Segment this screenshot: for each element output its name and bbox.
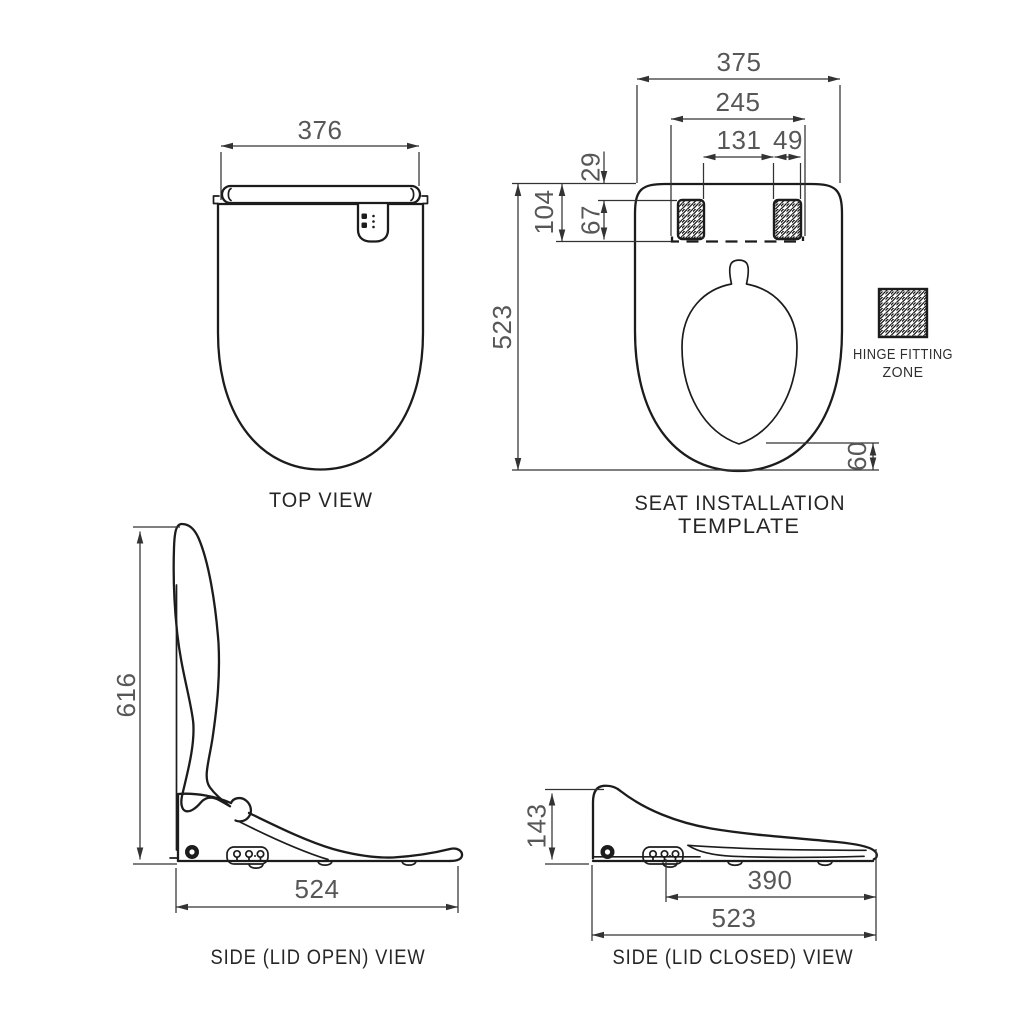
seat-body-outline [216,202,425,471]
dim-closed-total-523: 523 [591,865,876,941]
dim-label: 60 [842,441,872,471]
extension-lines [512,182,879,471]
hinge-zone-dashed-line [670,236,805,243]
seat-installation-template: 375 245 131 49 29 67 104 [487,47,879,538]
fitting-hole-icon [244,849,254,859]
fitting-hole-icon [256,849,265,859]
closed-body-outline [591,784,878,861]
knob-center [189,849,195,855]
extension-lines [670,125,806,236]
dim-label: 29 [576,152,606,182]
dim-label: 390 [748,865,793,895]
extension-lines [220,152,420,200]
dim-label: 523 [712,903,757,933]
dim-label: 104 [529,190,559,235]
dim-label: 49 [773,125,803,155]
foot-bumper [401,860,417,866]
dim-label: 245 [716,87,761,117]
strip-outline [226,846,269,865]
dim-label: 616 [111,673,141,718]
button-icon [361,213,367,219]
knob-center [604,849,611,855]
dim-template-width-375: 375 [636,47,841,183]
dim-zone-height-67: 67 [576,199,677,240]
dim-label: 524 [295,874,340,904]
extension-lines [636,85,841,183]
hinge-zone-left [676,198,706,241]
dim-label: 143 [522,804,552,849]
hinge-cap [229,796,253,823]
side-open-title: SIDE (LID OPEN) VIEW [211,946,426,969]
dim-zone-depth-104: 104 [529,184,671,243]
connection-strip [226,846,269,869]
dim-closed-height-143: 143 [522,788,604,865]
seat-seam-line [239,821,329,861]
strip-dot [669,855,671,857]
dim-top-offset-29: 29 [576,151,608,183]
top-view-title: TOP VIEW [269,489,373,512]
fitting-stems [652,856,677,862]
hinge-tabs [212,195,429,205]
dim-zone-width-49: 49 [773,125,803,199]
template-outline [633,182,844,473]
hinge-zone-right [772,198,803,241]
dim-label: 376 [298,115,343,145]
fitting-hole-icon [232,849,242,859]
lid-front-bar [220,184,422,205]
legend-label-line1: HINGE FITTING [853,347,953,363]
dim-label: 523 [487,305,517,350]
dim-label: 67 [576,205,606,235]
dim-label: 131 [717,125,762,155]
button-icon [361,222,367,228]
fitting-stems [236,856,262,862]
strip-foot [248,863,264,869]
seat-seam-lower [687,844,865,859]
led-dot-icon [372,220,375,223]
base-pod-outline [176,792,233,863]
bowl-cutout-outline [681,259,798,445]
dim-hinge-span-245: 245 [670,87,806,236]
hinge-legend: HINGE FITTING ZONE [853,287,953,381]
open-lid-outline [172,522,232,813]
strip-dot [254,855,256,857]
led-dot-icon [372,214,375,218]
top-view: 376 TOP VIEW [212,115,429,512]
seat-seam-upper [687,844,867,852]
legend-label-line2: ZONE [883,365,924,381]
side-closed-title: SIDE (LID CLOSED) VIEW [613,946,854,969]
strip-foot [662,862,678,868]
dim-inner-span-131: 131 [702,125,775,199]
extension-lines [665,849,877,941]
foot-bumper [317,860,333,866]
dim-top-width-376: 376 [220,115,420,200]
extension-lines [133,526,180,865]
foot-bumper [727,860,743,867]
dim-closed-seat-390: 390 [665,849,877,941]
lid-bar-endcaps [227,187,415,202]
connection-strip [642,846,684,868]
seat-top-edge [247,811,464,863]
dim-template-length-523: 523 [487,182,879,471]
dim-label: 375 [717,47,762,77]
template-title-line1: SEAT INSTALLATION [635,492,846,515]
hatch-swatch-icon [877,287,929,339]
side-lid-open-view: 616 524 SIDE (LID OPEN) VIEW [111,522,464,969]
dim-open-depth-524: 524 [175,866,459,913]
dim-rear-gap-60: 60 [766,441,879,471]
template-title-line2: TEMPLATE [678,515,800,538]
extension-lines [545,788,604,865]
led-dot-icon [372,225,375,229]
extension-lines [702,163,775,199]
dim-open-height-616: 616 [111,526,180,865]
foot-bumper [817,860,833,867]
control-pad-icon [361,213,375,229]
side-lid-closed-view: 143 390 523 SIDE (LID CLOSED) VIEW [522,784,878,969]
